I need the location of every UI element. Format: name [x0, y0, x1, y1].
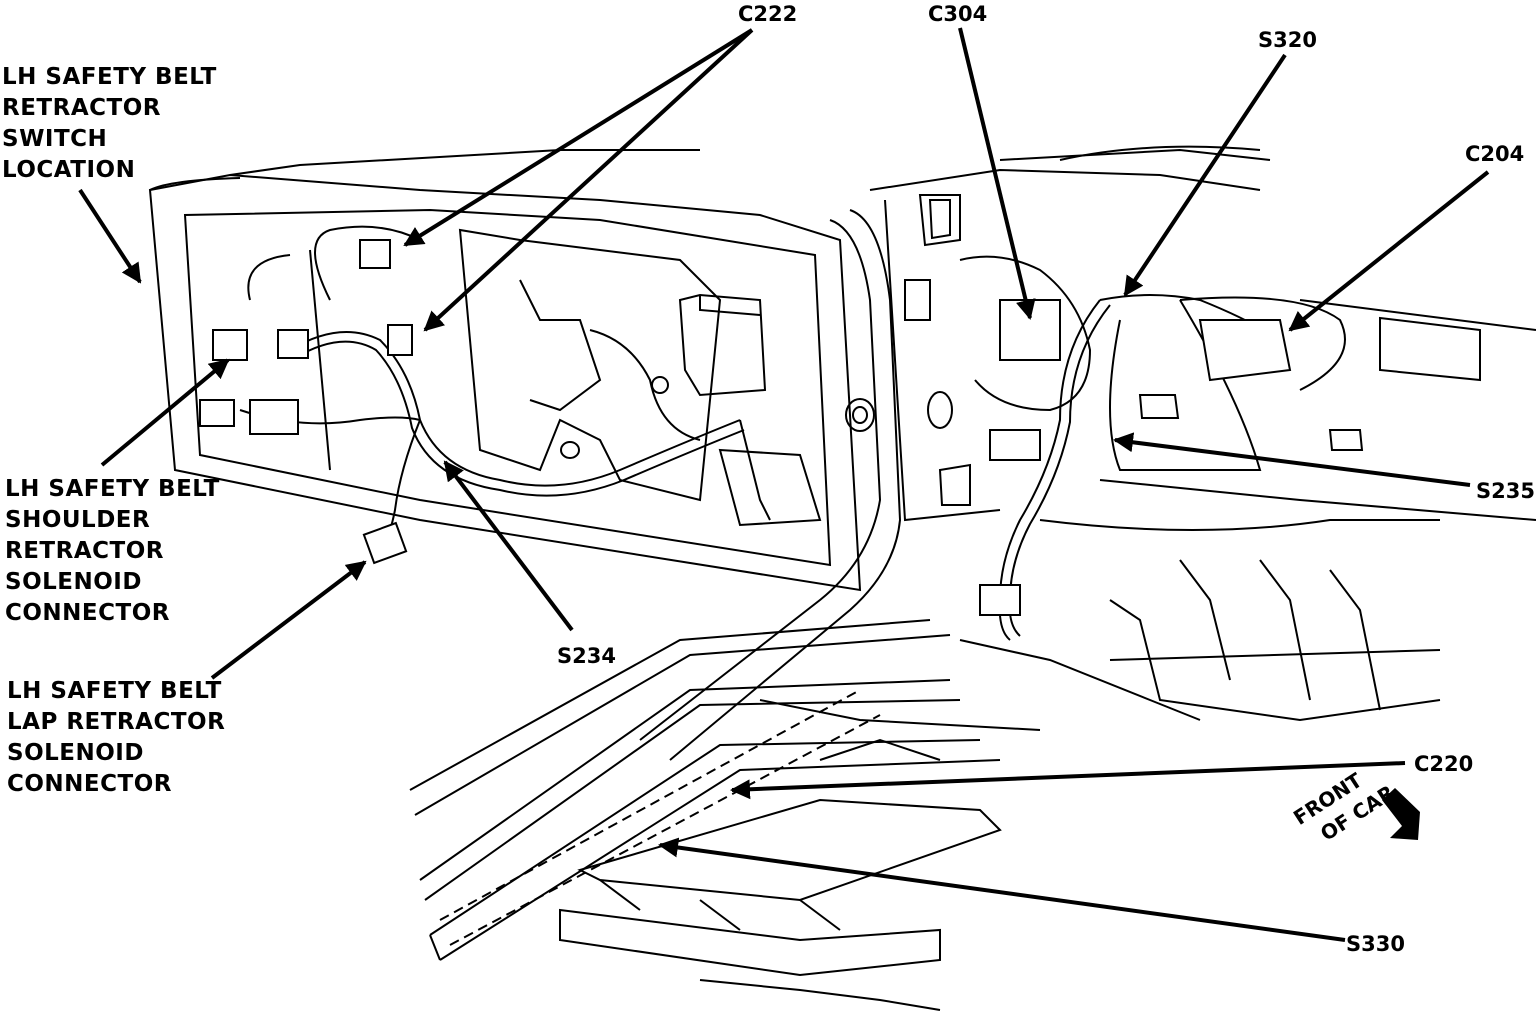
sill-slots [439, 689, 881, 946]
arrow-s330 [658, 837, 1346, 942]
door-connectors [199, 239, 413, 565]
arrow-c204 [1288, 170, 1490, 332]
body-pillar [639, 168, 1261, 761]
kick-panel [999, 145, 1536, 521]
callout-shoulder-retractor-solenoid: LH SAFETY BELT SHOULDER RETRACTOR SOLENO… [5, 476, 220, 626]
seat-rail [559, 699, 1041, 1011]
label-s235: S235 [1476, 479, 1535, 503]
label-s330: S330 [1346, 932, 1405, 956]
arrow-switch-location [78, 188, 142, 284]
label-c222: C222 [738, 2, 798, 26]
label-s320: S320 [1258, 28, 1317, 52]
label-s234: S234 [557, 644, 616, 668]
door-panel [148, 149, 875, 592]
arrow-c222-b [423, 28, 754, 332]
arrow-c220 [730, 761, 1406, 800]
floor-pan [959, 519, 1441, 722]
arrow-lap-solenoid [210, 560, 367, 680]
callout-retractor-switch-location: LH SAFETY BELT RETRACTOR SWITCH LOCATION [2, 64, 217, 183]
arrow-c304 [958, 27, 1036, 320]
callout-lap-retractor-solenoid: LH SAFETY BELT LAP RETRACTOR SOLENOID CO… [7, 678, 226, 797]
front-direction-arrow [1382, 788, 1420, 840]
arrow-shoulder-solenoid [100, 358, 230, 467]
callout-arrows [78, 27, 1490, 942]
arrow-c222-a [403, 28, 754, 247]
arrow-s235 [1113, 432, 1471, 487]
rocker-sill [409, 619, 1001, 961]
label-c220: C220 [1414, 752, 1474, 776]
arrow-s234 [443, 460, 574, 632]
arrow-s320 [1123, 53, 1287, 297]
label-c204: C204 [1465, 142, 1525, 166]
label-c304: C304 [928, 2, 988, 26]
